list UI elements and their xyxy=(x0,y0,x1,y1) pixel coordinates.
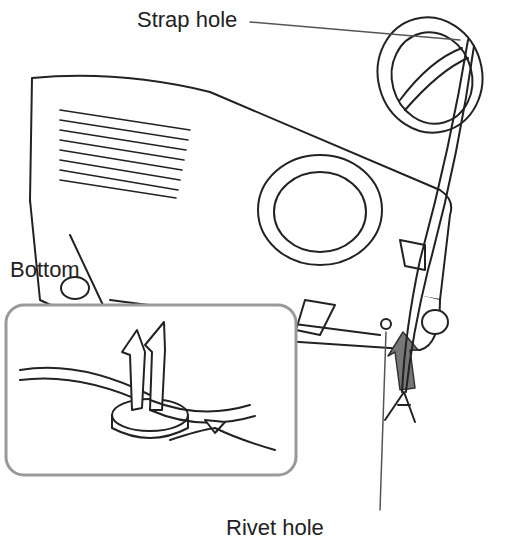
part-label: Rivet hole xyxy=(226,516,324,540)
strap xyxy=(402,40,468,392)
part-label: Bottom xyxy=(10,258,80,282)
leader-line xyxy=(250,22,460,40)
rivet-detail xyxy=(20,322,275,450)
strap-knot xyxy=(385,392,415,422)
part-label: Strap hole xyxy=(137,8,237,32)
lens-inner xyxy=(274,172,366,252)
lens-cap xyxy=(365,6,495,145)
vent-grille xyxy=(60,110,190,198)
strap xyxy=(406,46,474,392)
rivet-hole xyxy=(381,319,391,329)
leader-line xyxy=(380,332,386,510)
lens-outer xyxy=(258,155,382,265)
foot xyxy=(422,310,448,334)
inset-frame xyxy=(6,305,296,475)
tab xyxy=(296,300,335,335)
